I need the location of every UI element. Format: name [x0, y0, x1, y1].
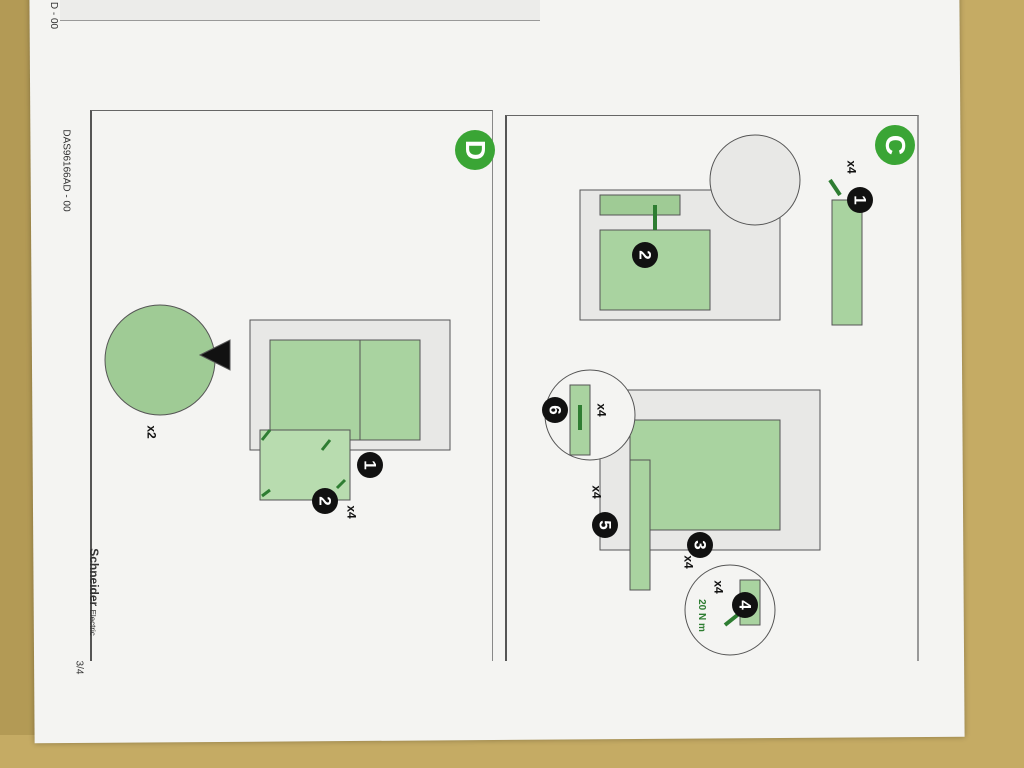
c-step-4: 4: [732, 592, 758, 618]
c-step3-qty: x4: [681, 555, 696, 569]
panel-d: [90, 110, 493, 661]
c-step5-qty: x4: [589, 485, 604, 499]
section-d-badge: D: [455, 130, 495, 170]
previous-page-strip: [60, 0, 540, 21]
d-step2-qty: x4: [344, 505, 359, 519]
panel-c-illustration: [544, 134, 863, 656]
d-tool-qty: x2: [144, 425, 159, 439]
cardboard-background: [960, 0, 1024, 768]
d-step-2: 2: [312, 488, 338, 514]
c-step-3: 3: [687, 532, 713, 558]
d-step-1: 1: [357, 452, 383, 478]
c-step-6: 6: [542, 397, 568, 423]
c-step6-qty: x4: [594, 403, 609, 417]
c-step-1: 1: [847, 187, 873, 213]
panel-d-illustration: [104, 304, 451, 501]
c-step1-qty: x4: [844, 160, 859, 174]
c-step4-qty: x4: [711, 580, 726, 594]
section-c-badge: C: [875, 125, 915, 165]
panel-c: [505, 115, 919, 661]
c-step-5: 5: [592, 512, 618, 538]
c-step-2: 2: [632, 242, 658, 268]
torque-label: 20 N m: [695, 599, 707, 632]
